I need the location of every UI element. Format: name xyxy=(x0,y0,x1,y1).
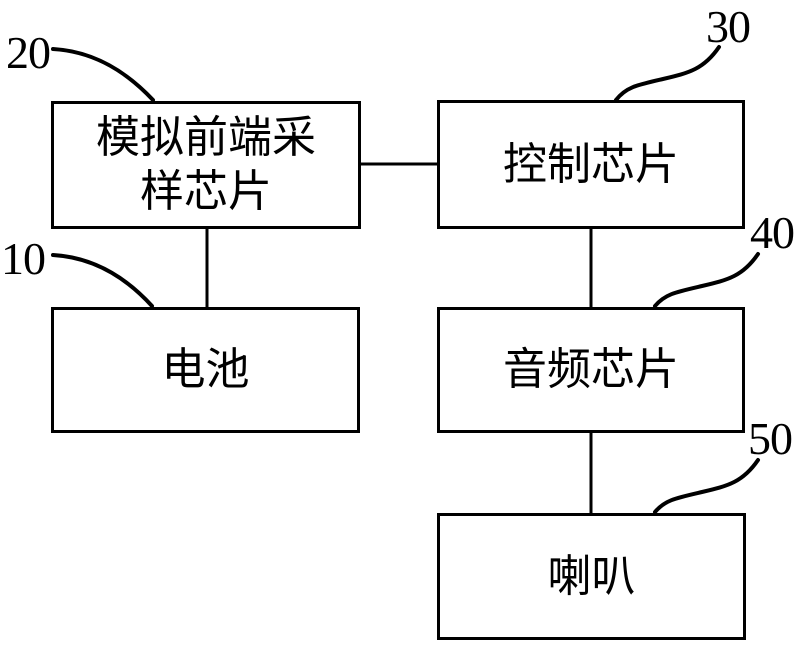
block-battery: 电池 xyxy=(51,307,360,433)
ref-numeral-20: 20 xyxy=(6,27,51,78)
block-label-line: 样芯片 xyxy=(140,167,272,216)
ref-numeral-40: 40 xyxy=(750,207,795,258)
leader-line-50 xyxy=(653,458,760,514)
leader-line-20 xyxy=(51,47,155,102)
block-analog-front-end-sampling-chip: 模拟前端采 样芯片 xyxy=(51,101,361,229)
ref-numeral-10: 10 xyxy=(1,233,46,284)
block-speaker: 喇叭 xyxy=(437,513,746,640)
block-audio-chip: 音频芯片 xyxy=(437,307,745,433)
block-control-chip: 控制芯片 xyxy=(437,100,745,229)
ref-numeral-50: 50 xyxy=(748,413,793,464)
block-label: 音频芯片 xyxy=(503,345,679,395)
block-label: 控制芯片 xyxy=(503,139,679,189)
leader-line-10 xyxy=(51,253,154,308)
leader-line-40 xyxy=(653,252,760,308)
ref-numeral-30: 30 xyxy=(706,1,751,52)
block-label: 喇叭 xyxy=(547,551,636,601)
leader-line-30 xyxy=(614,45,721,102)
block-label-line: 模拟前端采 xyxy=(96,113,316,163)
block-label: 电池 xyxy=(161,345,250,395)
